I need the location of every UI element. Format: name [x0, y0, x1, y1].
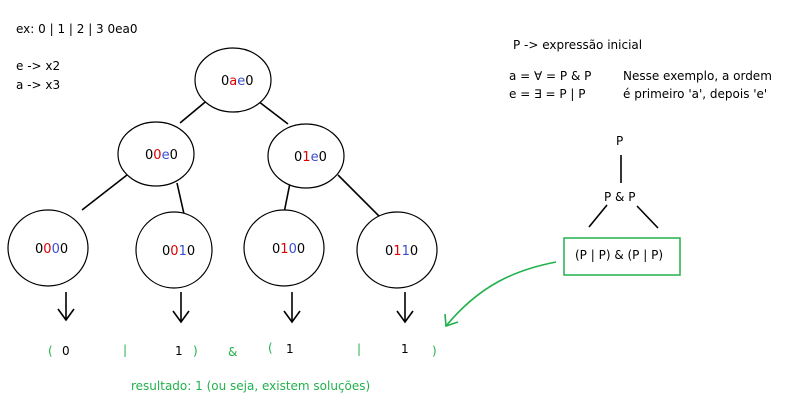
- expr-box: [563, 237, 681, 276]
- node-leaf-1: [7, 209, 89, 287]
- result-bar-1: |: [123, 343, 128, 357]
- label-char-2: 1: [393, 244, 401, 259]
- label-char-2: 0: [43, 242, 51, 257]
- expr-edge-mid-left: [588, 204, 608, 228]
- node-root: [194, 47, 272, 113]
- label-char-3: 1: [179, 244, 187, 259]
- label-char-2: 0: [153, 148, 161, 163]
- label-char-3: e: [162, 148, 170, 163]
- down-arrow-3: [283, 292, 301, 324]
- p-definition: P -> expressão inicial: [513, 38, 643, 52]
- expr-tree-mid: P & P: [604, 190, 636, 204]
- node-right-label: 01e0: [294, 150, 327, 165]
- label-char-2: 1: [280, 242, 288, 257]
- node-leaf-3: [243, 209, 325, 287]
- edge-l1-leaf2: [176, 182, 185, 215]
- example-label: ex: 0 | 1 | 2 | 3 0ea0: [16, 22, 138, 36]
- result-value-2: 1: [175, 344, 183, 358]
- node-root-label: 0ae0: [221, 74, 254, 89]
- edge-r1-leaf3: [283, 182, 291, 214]
- result-bar-2: |: [357, 342, 362, 356]
- expr-edge-mid-right: [636, 205, 659, 229]
- leaf-3-label: 0100: [272, 242, 305, 257]
- leaf-4-label: 0110: [385, 244, 418, 259]
- leaf-1-label: 0000: [35, 242, 68, 257]
- label-char-4: 0: [60, 242, 68, 257]
- result-paren-close-1: ): [193, 344, 198, 358]
- label-char-2: a: [229, 74, 237, 89]
- label-char-4: 0: [319, 150, 327, 165]
- leaf-2-label: 0010: [162, 244, 195, 259]
- label-char-3: e: [311, 150, 319, 165]
- order-note-line1: Nesse exemplo, a ordem: [623, 69, 772, 83]
- label-char-3: 0: [52, 242, 60, 257]
- result-paren-open-2: (: [268, 341, 273, 355]
- label-char-3: 1: [402, 244, 410, 259]
- label-char-3: 0: [289, 242, 297, 257]
- label-char-4: 0: [187, 244, 195, 259]
- result-value-4: 1: [401, 342, 409, 356]
- down-arrow-4: [396, 292, 414, 324]
- mapping-a-label: a -> x3: [16, 78, 61, 92]
- a-definition: a = ∀ = P & P: [509, 69, 592, 83]
- final-result: resultado: 1 (ou seja, existem soluções): [131, 379, 371, 393]
- green-curved-arrow: [444, 261, 557, 328]
- order-note-line2: é primeiro 'a', depois 'e': [623, 87, 768, 101]
- result-value-3: 1: [286, 342, 294, 356]
- label-char-1: 0: [272, 242, 280, 257]
- label-char-4: 0: [245, 74, 253, 89]
- node-left-label: 00e0: [145, 148, 178, 163]
- node-leaf-4: [356, 211, 438, 289]
- label-char-2: 1: [302, 150, 310, 165]
- down-arrow-1: [57, 292, 75, 322]
- label-char-1: 0: [162, 244, 170, 259]
- node-left: [117, 121, 195, 187]
- label-char-1: 0: [35, 242, 43, 257]
- label-char-4: 0: [297, 242, 305, 257]
- edge-r1-leaf4: [337, 174, 383, 220]
- expr-tree-box-label: (P | P) & (P | P): [575, 248, 664, 262]
- label-char-1: 0: [221, 74, 229, 89]
- label-char-2: 0: [170, 244, 178, 259]
- node-leaf-2: [135, 211, 213, 289]
- edge-l1-leaf1: [81, 174, 128, 211]
- result-value-1: 0: [62, 344, 70, 358]
- label-char-4: 0: [170, 148, 178, 163]
- label-char-1: 0: [385, 244, 393, 259]
- node-right: [267, 123, 345, 189]
- mapping-e-label: e -> x2: [16, 59, 61, 73]
- result-paren-open-1: (: [48, 344, 53, 358]
- label-char-3: e: [237, 74, 245, 89]
- label-char-1: 0: [145, 148, 153, 163]
- result-ampersand: &: [228, 345, 238, 359]
- label-char-1: 0: [294, 150, 302, 165]
- e-definition: e = ∃ = P | P: [509, 87, 586, 101]
- expr-tree-root: P: [616, 134, 624, 148]
- label-char-4: 0: [410, 244, 418, 259]
- result-paren-close-2: ): [432, 344, 437, 358]
- down-arrow-2: [172, 292, 190, 324]
